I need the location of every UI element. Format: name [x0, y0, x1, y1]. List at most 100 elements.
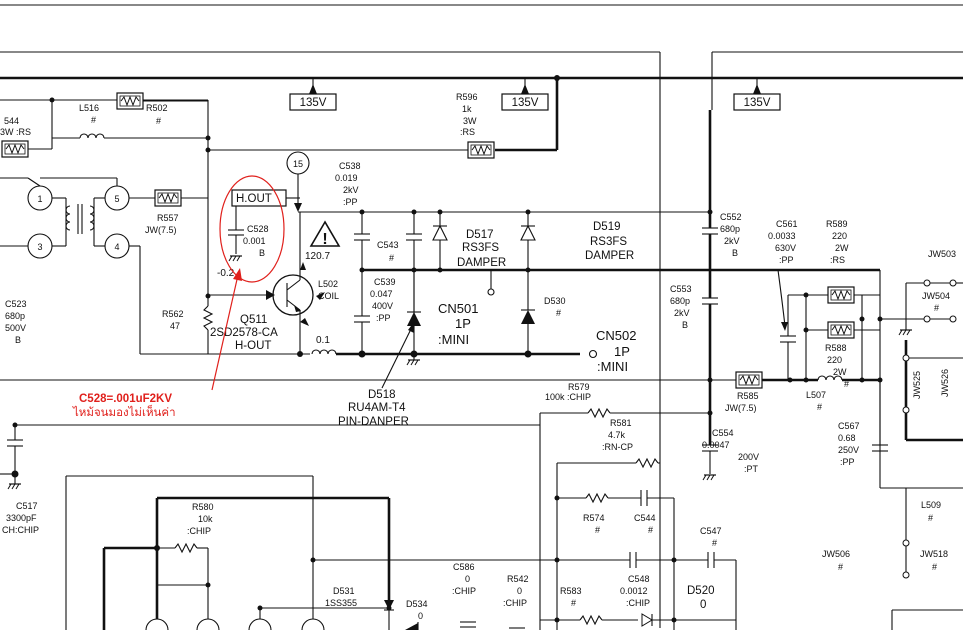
c548-type: :CHIP: [626, 598, 650, 608]
r588-value: 220: [827, 355, 842, 365]
r562-value: 47: [170, 321, 180, 331]
q511-part: 2SD2578-CA: [210, 327, 278, 339]
rail-135v-label-1: 135V: [289, 78, 337, 111]
c567-voltage: 250V: [838, 445, 859, 455]
r557-value: JW(7.5): [145, 225, 177, 235]
rail-135v-label-2: 135V: [501, 78, 549, 111]
jw518-value: #: [932, 562, 937, 572]
c547-value: #: [712, 538, 717, 548]
rail-voltage-2: 135V: [512, 97, 539, 109]
r596-type: :RS: [460, 127, 475, 137]
l509-value: #: [928, 513, 933, 523]
l502-ref: L502: [318, 279, 338, 289]
c538-voltage: 2kV: [343, 185, 359, 195]
d520-ref: D520: [687, 585, 715, 597]
r574-ref: R574: [583, 513, 605, 523]
pin-3: 3: [37, 242, 42, 252]
c586-ref: C586: [453, 562, 475, 572]
q511-ref: Q511: [240, 314, 267, 326]
jw506-value: #: [838, 562, 843, 572]
jw504-ref: JW504: [922, 291, 950, 301]
c517-value: 3300pF: [6, 513, 37, 523]
r589-ref: R589: [826, 219, 848, 229]
r589-watt: 2W: [835, 243, 849, 253]
r544-ref: 544: [4, 116, 19, 126]
rail-voltage-3: 135V: [744, 97, 771, 109]
d517-function: DAMPER: [457, 257, 506, 269]
c539-type: :PP: [376, 313, 391, 323]
l507-ref: L507: [806, 390, 826, 400]
r589-type: :RS: [830, 255, 845, 265]
r585-ref: R585: [737, 391, 759, 401]
d519-function: DAMPER: [585, 250, 634, 262]
d531-ref: D531: [333, 586, 355, 596]
warning-icon: [309, 220, 341, 247]
voltage-minus-02: -0.2: [217, 268, 235, 279]
c586-value: 0: [465, 574, 470, 584]
d519-ref: D519: [593, 221, 621, 233]
r579-value: 100k :CHIP: [545, 392, 591, 402]
r542-ref: R542: [507, 574, 529, 584]
q511-function: H-OUT: [235, 340, 271, 352]
pin-4: 4: [114, 242, 119, 252]
rail-voltage-1: 135V: [300, 97, 327, 109]
c553-ref: C553: [670, 284, 692, 294]
hout-label: H.OUT: [236, 193, 272, 205]
q511-transistor: [272, 274, 314, 316]
c528-type: B: [259, 248, 265, 258]
c538-ref: C538: [339, 161, 361, 171]
repair-note-comment: ไหม้จนมองไม่เห็นค่า: [72, 404, 176, 419]
jw503-ref: JW503: [928, 249, 956, 259]
d530-ref: D530: [544, 296, 566, 306]
r588-ref: R588: [825, 343, 847, 353]
c523-value: 680p: [5, 311, 25, 321]
r542-type: :CHIP: [503, 598, 527, 608]
c538-type: :PP: [343, 197, 358, 207]
r596-ref: R596: [456, 92, 478, 102]
r542-value: 0: [517, 586, 522, 596]
node-15: 15: [293, 159, 303, 169]
repair-note-title: C528=.001uF2KV: [79, 393, 172, 405]
d517-ref: D517: [466, 229, 494, 241]
c528-ref: C528: [247, 224, 269, 234]
c554-ref: C554: [712, 428, 734, 438]
c547-ref: C547: [700, 526, 722, 536]
c553-value: 680p: [670, 296, 690, 306]
r583-ref: R583: [560, 586, 582, 596]
c517-ref: C517: [16, 501, 38, 511]
c567-value: 0.68: [838, 433, 856, 443]
c552-type: B: [732, 248, 738, 258]
c567-ref: C567: [838, 421, 860, 431]
jw518-ref: JW518: [920, 549, 948, 559]
d534-value: 0: [418, 611, 423, 621]
l516-ref: L516: [79, 103, 99, 113]
l502-type: COIL: [318, 291, 339, 301]
c538-value: 0.019: [335, 173, 358, 183]
pin-5: 5: [114, 194, 119, 204]
r588-value-hash: #: [844, 379, 849, 389]
cn501-ref: CN501: [438, 301, 478, 316]
c561-ref: C561: [776, 219, 798, 229]
c561-value: 0.0033: [768, 231, 796, 241]
d530-value: #: [556, 308, 561, 318]
c517-type: CH:CHIP: [2, 525, 39, 535]
c528-highlight: [219, 175, 285, 283]
r580-type: :CHIP: [187, 526, 211, 536]
c539-ref: C539: [374, 277, 396, 287]
c554-type: :PT: [744, 464, 759, 474]
c523-ref: C523: [5, 299, 27, 309]
cn502-type: :MINI: [597, 359, 628, 374]
jw504-value: #: [934, 303, 939, 313]
svg-text:!: !: [322, 231, 327, 248]
c539-voltage: 400V: [372, 301, 393, 311]
coil-value-01: 0.1: [316, 335, 330, 346]
r557-ref: R557: [157, 213, 179, 223]
r589-value: 220: [832, 231, 847, 241]
d518-part: RU4AM-T4: [348, 402, 406, 414]
d517-part: RS3FS: [462, 242, 499, 254]
cn501-type: :MINI: [438, 332, 469, 347]
jw525-ref: JW525: [912, 371, 922, 399]
repair-note: C528=.001uF2KV ไหม้จนมองไม่เห็นค่า: [72, 268, 242, 419]
l509-ref: L509: [921, 500, 941, 510]
